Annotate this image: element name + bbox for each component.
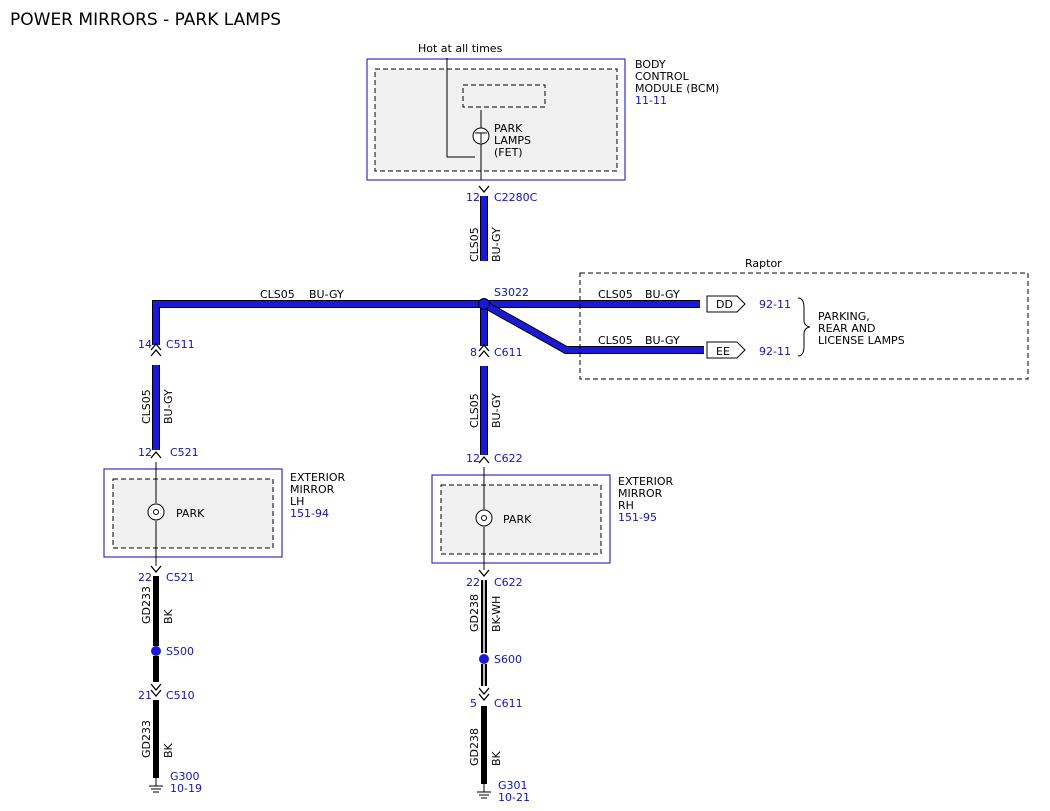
c622-bot-label: C622 [494, 576, 523, 589]
mirror-lh-ref: 151-94 [290, 507, 329, 520]
dd-label: DD [716, 298, 733, 311]
c611b-pin: 5 [470, 697, 477, 710]
wire-circuit-lh: CLS05 [140, 389, 153, 424]
c521-bot-label: C521 [166, 571, 195, 584]
ground-wires [153, 576, 487, 784]
c622-top-pin: 12 [466, 452, 480, 465]
ground-icon [149, 778, 491, 799]
mirror-rh-name: EXTERIOR MIRROR RH [618, 475, 677, 512]
rh-ground-circuit-1: GD238 [468, 594, 481, 632]
c622-bot-pin: 22 [466, 576, 480, 589]
splice-s600 [479, 654, 489, 664]
rh-ground-circuit-2: GD238 [468, 728, 481, 766]
wire-circuit-rh: CLS05 [468, 393, 481, 428]
wire-color-h1: BU-GY [309, 288, 344, 301]
s600-label: S600 [494, 653, 522, 666]
lh-ground-circuit-2: GD233 [140, 720, 153, 758]
c521-top-pin: 12 [138, 446, 152, 459]
ee-ref: 92-11 [759, 345, 791, 358]
g300-ref: 10-19 [170, 782, 202, 795]
c510-pin: 21 [138, 689, 152, 702]
bcm-name: BODY CONTROL MODULE (BCM) [635, 58, 719, 95]
c611-pin: 8 [470, 346, 477, 359]
blue-wires [152, 196, 704, 455]
page-title: POWER MIRRORS - PARK LAMPS [10, 10, 281, 30]
wire-color-rh: BU-GY [490, 393, 503, 428]
c510-label: C510 [166, 689, 195, 702]
lh-ground-color-2: BK [162, 742, 175, 758]
splice-s500 [151, 646, 161, 656]
bulb-icon [147, 503, 165, 521]
splice-label: S3022 [494, 286, 529, 299]
lh-ground-color-1: BK [162, 608, 175, 624]
splice-s3022 [478, 298, 490, 310]
mirror-lh-module: PARK [103, 462, 283, 566]
bcm-ref: 11-11 [635, 94, 667, 107]
wire-color-v1: BU-GY [490, 227, 503, 262]
mirror-rh-module: PARK [431, 467, 611, 570]
connector-dd [706, 295, 746, 313]
connector-ee [706, 341, 746, 359]
bcm-module: PARK LAMPS (FET) [366, 58, 626, 181]
raptor-destination: PARKING, REAR AND LICENSE LAMPS [818, 310, 905, 347]
bcm-connector: C2280C [494, 191, 538, 204]
c521-top-label: C521 [170, 446, 199, 459]
wire-color-ee: BU-GY [645, 334, 680, 347]
wire-color-dd: BU-GY [645, 288, 680, 301]
c521-bot-pin: 22 [138, 571, 152, 584]
hot-at-all-times-label: Hot at all times [418, 42, 503, 55]
c611b-label: C611 [494, 697, 523, 710]
wire-circuit-dd: CLS05 [598, 288, 633, 301]
fet-label: PARK LAMPS (FET) [494, 122, 535, 159]
g301-ref: 10-21 [498, 791, 530, 804]
raptor-label: Raptor [745, 257, 782, 270]
c611-label: C611 [494, 346, 523, 359]
lh-ground-circuit-1: GD233 [140, 586, 153, 624]
g300-label: G300 [170, 770, 200, 783]
brace-icon [797, 297, 811, 357]
rh-ground-color-2: BK [490, 750, 503, 766]
c511-pin: 14 [138, 338, 152, 351]
wire-circuit-v1: CLS05 [468, 227, 481, 262]
rh-ground-color-1: BK-WH [490, 596, 503, 632]
wire-color-lh: BU-GY [162, 389, 175, 424]
mirror-rh-ref: 151-95 [618, 511, 657, 524]
wire-circuit-ee: CLS05 [598, 334, 633, 347]
wire-circuit-h1: CLS05 [260, 288, 295, 301]
mirror-lh-name: EXTERIOR MIRROR LH [290, 471, 349, 508]
bcm-pin: 12 [466, 191, 480, 204]
ee-label: EE [716, 345, 730, 358]
c511-label: C511 [166, 338, 195, 351]
dd-ref: 92-11 [759, 298, 791, 311]
lh-bulb-label: PARK [176, 507, 205, 520]
bulb-icon [475, 509, 493, 527]
raptor-region [579, 272, 1029, 380]
g301-label: G301 [498, 779, 528, 792]
c622-top-label: C622 [494, 452, 523, 465]
s500-label: S500 [166, 645, 194, 658]
rh-bulb-label: PARK [503, 513, 532, 526]
connector-symbols [150, 185, 490, 702]
